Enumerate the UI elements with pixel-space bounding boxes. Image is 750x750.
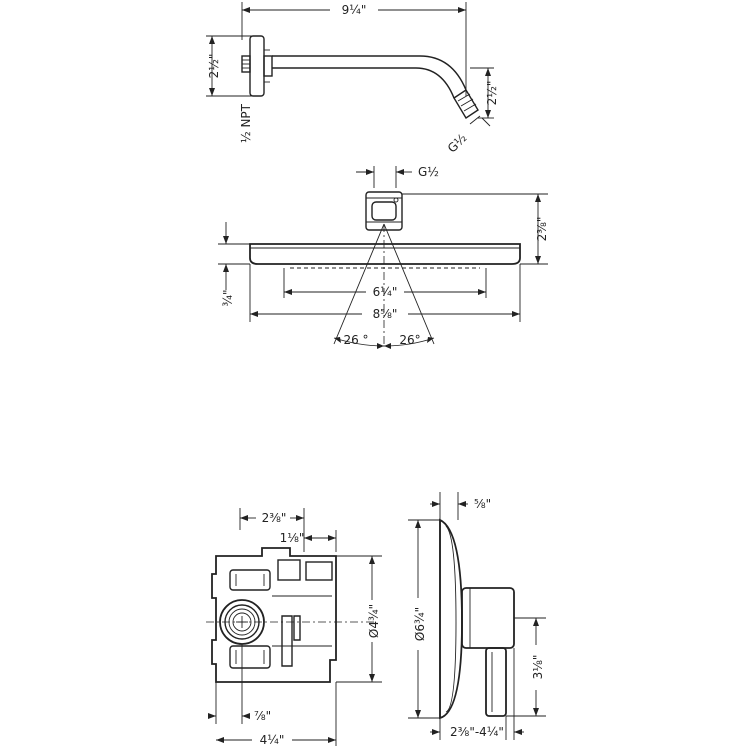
head-height-label: 2⅜" (535, 217, 549, 242)
valve-depth-label: 2⅜" (262, 511, 287, 525)
trim-plate-diameter-label: Ø6¾" (413, 607, 427, 641)
valve-body-width-label: 4¼" (260, 733, 285, 747)
valve-bottom-offset-label: ⅞" (254, 709, 271, 723)
valve-top-offset-label: 1⅛" (280, 531, 305, 545)
spray-nozzles (290, 263, 480, 269)
arm-outlet-thread-label: G½ (445, 131, 470, 156)
shower-head-view: G½ 2⅜" ¾" (218, 165, 549, 349)
handle-height-label: 3⅛" (531, 655, 545, 680)
head-spray-width-label: 6¼" (373, 285, 398, 299)
trim-view: ⅝" Ø6¾" 3⅛" 2⅜"-4¼" (408, 492, 546, 740)
head-width-label: 8⅝" (373, 307, 398, 321)
head-inlet-thread-label: G½ (418, 165, 439, 179)
arm-drop-label: 2½" (485, 81, 499, 106)
arm-length-label: 9¼" (342, 3, 367, 17)
valve-body-view: 2⅜" 1⅛" (206, 508, 382, 747)
arm-flange-height-label: 2½" (207, 54, 221, 79)
head-thickness-label: ¾" (221, 289, 235, 306)
trim-plate-thickness-label: ⅝" (474, 497, 491, 511)
spray-angle-left-label: 26 ° (343, 333, 368, 347)
arm-npt-label: ½ NPT (239, 103, 253, 143)
spray-angle-right-label: 26° (399, 333, 420, 347)
handle-projection-label: 2⅜"-4¼" (450, 725, 504, 739)
shower-arm-view: 9¼" 2½" ½ NPT 2½" (206, 2, 499, 156)
valve-diameter-label: Ø4¾" (367, 604, 381, 638)
